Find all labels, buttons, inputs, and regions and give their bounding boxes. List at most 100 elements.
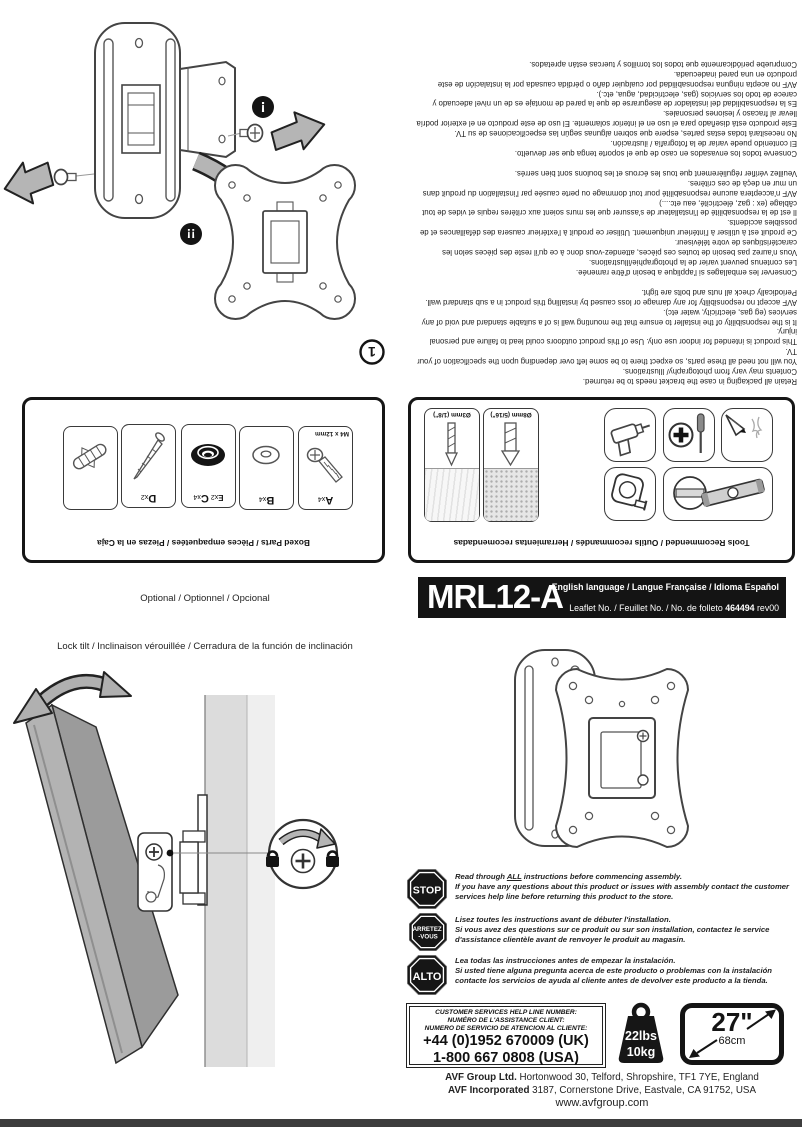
svg-text:!: !: [261, 98, 266, 115]
arrow-left-icon: [3, 161, 55, 205]
tool-tile-pencil: [721, 408, 773, 462]
page-fold-bar: [0, 1119, 802, 1127]
warning-line: Lisez toutes les instructions avant de d…: [455, 915, 671, 924]
company-name: AVF Group Ltd.: [445, 1072, 517, 1083]
part-tile-b: Bx4: [239, 426, 294, 510]
model-header-bar: MRL12-A English language / Langue França…: [418, 577, 786, 618]
svg-text:ALTO: ALTO: [413, 971, 442, 983]
company-name: AVF Incorporated: [447, 1084, 530, 1096]
screw-left-drawing: [53, 168, 95, 186]
tilt-arrow-icon: [13, 671, 132, 724]
boxed-parts-caption: Boxed Parts / Pièces empaquetées / Pieza…: [97, 538, 310, 548]
screw-right-drawing: [227, 123, 264, 143]
part-tile-a: M4 x 12mm Ax4: [298, 426, 353, 510]
part-label: Bx4: [240, 494, 293, 506]
mount-hardware-drawing: [137, 794, 269, 912]
vesa-plate-drawing: [214, 164, 356, 320]
cs-heading-en: CUSTOMER SERVICES HELP LINE NUMBER:: [435, 1009, 577, 1016]
part-tile-c: Ex2 Cx4: [181, 424, 236, 508]
company-address: 3187, Cornerstone Drive, Eastvale, CA 91…: [529, 1084, 756, 1096]
padlock-icon: [326, 850, 339, 867]
warning-line: Ce produit est à utiliser à l'intérieur …: [420, 218, 797, 238]
part-note: M4 x 12mm: [315, 430, 349, 437]
warnings-spanish: Conserve todos los envasados en caso de …: [415, 59, 797, 158]
leaflet-rev: rev00: [754, 603, 779, 613]
warning-line: Il est de la responsabilité de l'install…: [422, 198, 797, 218]
part-tile-plug: [63, 426, 118, 510]
lock-detail-circle: [266, 818, 339, 890]
wall-plate-drawing: [94, 22, 181, 219]
part-letter-extra: E: [218, 493, 224, 502]
size-cm: 68cm: [718, 1035, 746, 1047]
warning-line: If you have any questions about this pro…: [455, 882, 790, 901]
stop-warning-text: Read through ALL instructions before com…: [455, 872, 799, 902]
warning-line: You will not need all these parts, so ex…: [417, 347, 797, 367]
customer-services-box: CUSTOMER SERVICES HELP LINE NUMBER: NUMÉ…: [406, 1003, 606, 1068]
bit-tile-masonry: Ø8mm (5/16"): [483, 408, 539, 522]
part-tile-d: Dx2: [121, 424, 176, 508]
bit-label-masonry: Ø8mm (5/16"): [490, 411, 532, 418]
wall-drawing: [204, 695, 275, 1067]
warning-line: Si usted tiene alguna pregunta acerca de…: [455, 966, 772, 985]
header-languages: English language / Langue Française / Id…: [551, 582, 779, 592]
warning-line: Lea todas las instrucciones antes de emp…: [455, 956, 676, 965]
text: Read through: [455, 872, 507, 881]
footer-addresses: AVF Group Ltd. Hortonwood 30, Telford, S…: [402, 1072, 802, 1110]
boxed-parts-box: Dx2 Ex2 Cx4 Bx4: [22, 397, 385, 563]
part-label: Ex2 Cx4: [182, 492, 235, 504]
diagonal-arrows-icon: [689, 1009, 776, 1058]
footer-line-usa: AVF Incorporated 3187, Cornerstone Drive…: [402, 1085, 802, 1098]
arretez-warning-text: Lisez toutes les instructions avant de d…: [455, 915, 799, 945]
text: instructions before commencing assembly.: [521, 872, 682, 881]
bit-label-wood: Ø3mm (1/8"): [433, 411, 471, 418]
text-underlined: ALL: [506, 872, 522, 881]
size-inches: 27": [711, 1007, 753, 1037]
part-label: Dx2: [122, 492, 175, 504]
svg-text:22lbs: 22lbs: [625, 1029, 657, 1043]
stop-sign-icon: STOP: [407, 869, 447, 909]
warning-line: Contents may vary from photography/ Illu…: [622, 367, 797, 377]
tool-tile-tape: [604, 467, 656, 521]
leaflet-number: 464494: [725, 603, 755, 613]
wood-drill-bit-icon: [444, 422, 459, 467]
alto-sign-icon: ALTO: [407, 955, 447, 995]
warnings-french: Conserver les emballages si l'applique a…: [415, 168, 797, 277]
warning-line: Este producto está diseñado para el uso …: [416, 109, 797, 129]
warning-line: AVF accept no responsibility for any dam…: [425, 297, 797, 307]
cs-phone-usa: 1-800 667 0808 (USA): [433, 1050, 579, 1066]
cs-heading-es: NUMERO DE SERVICIO DE ATENCION AL CLIENT…: [424, 1025, 588, 1032]
warning-line: Conserver les emballages si l'applique a…: [576, 267, 797, 277]
wood-texture: [425, 468, 479, 521]
svg-text:ARRETEZ -VOUS: ARRETEZ -VOUS: [413, 926, 444, 940]
warning-line: Veuillez vérifier régulièrement que tous…: [514, 168, 797, 178]
caution-double-badge-icon: !!: [180, 223, 202, 245]
lock-tilt-caption: Lock tilt / Inclinaison vérouillée / Cer…: [57, 641, 353, 652]
weight-capacity-badge: 22lbs 10kg: [618, 1002, 664, 1063]
screen-size-badge: 27" 68cm: [680, 1003, 784, 1065]
cs-heading-fr: NUMÉRO DE L'ASSISTANCE CLIENT:: [447, 1017, 565, 1024]
warning-line: Vous n'aurez pas besoin de toutes ces pi…: [442, 238, 797, 258]
assembled-bracket-diagram: [514, 649, 690, 849]
warning-line: Retain all packaging in case the bracket…: [582, 377, 797, 386]
warning-line: Les contenus peuvent varier de la photog…: [588, 258, 797, 268]
step-number-badge: 1: [359, 339, 385, 365]
website-url: www.avfgroup.com: [555, 1097, 649, 1109]
tools-caption: Tools Recommended / Outils recommandés /…: [453, 538, 750, 548]
warning-line: AVF n'acceptera aucune responsabilité po…: [422, 178, 797, 198]
warning-line: El contenido puede variar de la fotograf…: [610, 139, 797, 149]
optional-caption: Optional / Optionnel / Opcional: [140, 593, 270, 604]
wall-plug-icon: [72, 443, 107, 470]
header-leaflet-no: Leaflet No. / Feuillet No. / No. de foll…: [569, 603, 779, 613]
spirit-level-icon: [673, 476, 765, 510]
part-label: Ax4: [299, 494, 352, 506]
warning-line: Es la responsabilidad del instalador de …: [432, 89, 797, 109]
svg-text:1: 1: [368, 344, 376, 360]
tape-measure-icon: [611, 473, 648, 511]
masonry-texture: [484, 468, 538, 521]
part-qty: x4: [317, 495, 326, 502]
part-qty: x4: [193, 493, 201, 500]
warning-line: It is the responsibility of the installe…: [421, 307, 797, 327]
footer-line-uk: AVF Group Ltd. Hortonwood 30, Telford, S…: [402, 1072, 802, 1085]
alto-warning-text: Lea todas las instrucciones antes de emp…: [455, 956, 799, 986]
